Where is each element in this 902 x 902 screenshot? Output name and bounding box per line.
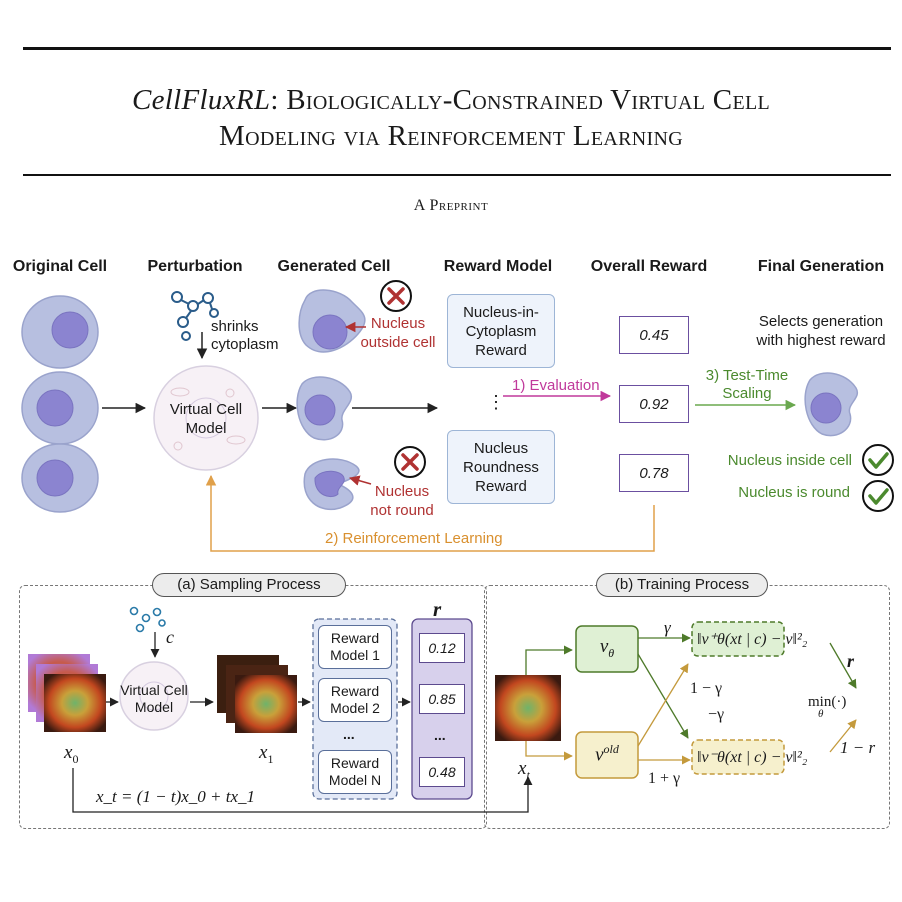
header-perturbation: Perturbation bbox=[147, 258, 243, 275]
r-weight-label: r bbox=[847, 651, 855, 671]
perturbation-label: shrinks cytoplasm bbox=[211, 318, 279, 353]
one-minus-gamma-label: 1 − γ bbox=[690, 680, 723, 697]
training-title: (b) Training Process bbox=[596, 573, 768, 597]
v-old-symbol: v bbox=[595, 744, 604, 766]
nucleus-outside-label: Nucleus outside cell bbox=[360, 315, 436, 351]
x0-label: x0 bbox=[64, 742, 78, 767]
x0-symbol: x bbox=[64, 742, 73, 763]
xt-symbol: x bbox=[518, 758, 527, 779]
preprint-label: A Preprint bbox=[413, 197, 489, 214]
v-theta-symbol: v bbox=[599, 636, 609, 657]
xt-label: xt bbox=[518, 758, 530, 783]
reward-value-1: 0.45 bbox=[619, 316, 689, 354]
selects-label: Selects generation with highest reward bbox=[756, 313, 886, 349]
generated-cell-best bbox=[296, 376, 353, 441]
min-subscript: θ bbox=[818, 708, 824, 720]
reinforcement-label: 2) Reinforcement Learning bbox=[325, 530, 503, 547]
reward-model-1: Reward Model 1 bbox=[318, 625, 392, 669]
sampling-title: (a) Sampling Process bbox=[152, 573, 346, 597]
r-value-2: 0.85 bbox=[419, 684, 465, 714]
header-final-generation: Final Generation bbox=[757, 258, 885, 275]
r-value-n: 0.48 bbox=[419, 757, 465, 787]
r-ellipsis: ... bbox=[434, 727, 446, 743]
one-plus-gamma-label: 1 + γ bbox=[648, 770, 681, 787]
nucleus-round-label: Nucleus is round bbox=[738, 484, 850, 501]
xt-subscript: t bbox=[526, 767, 530, 782]
x1-label: x1 bbox=[259, 742, 273, 767]
virtual-cell-model-label: Virtual Cell Model bbox=[169, 401, 243, 437]
header-overall-reward: Overall Reward bbox=[590, 258, 708, 275]
loss-plus-label: ‖v⁺θ(xt | c) − v‖²₂ bbox=[697, 631, 808, 648]
x-mark-icon-1 bbox=[380, 280, 412, 312]
reward-value-2: 0.92 bbox=[619, 385, 689, 423]
nucleus-not-round-label: Nucleus not round bbox=[370, 483, 434, 519]
paper-title-line2: Modeling via Reinforcement Learning bbox=[219, 120, 683, 152]
r-value-1: 0.12 bbox=[419, 633, 465, 663]
nucleus-in-cytoplasm-reward: Nucleus-in- Cytoplasm Reward bbox=[447, 294, 555, 368]
final-generated-cell bbox=[804, 372, 859, 437]
check-icon-1 bbox=[862, 444, 894, 476]
generated-cell-outside bbox=[298, 289, 366, 353]
title-italic: CellFluxRL bbox=[131, 84, 271, 116]
x0-subscript: 0 bbox=[72, 751, 79, 766]
evaluation-label: 1) Evaluation bbox=[512, 377, 600, 394]
x1-subscript: 1 bbox=[267, 751, 274, 766]
header-reward-model: Reward Model bbox=[443, 258, 553, 275]
top-rule bbox=[23, 47, 891, 50]
test-time-scaling-label: 3) Test-Time Scaling bbox=[705, 367, 789, 402]
reward-ellipsis: ⋮ bbox=[487, 392, 505, 412]
one-minus-r-label: 1 − r bbox=[840, 738, 876, 757]
min-label: min(·) θ bbox=[808, 694, 846, 720]
reward-model-2: Reward Model 2 bbox=[318, 678, 392, 722]
header-original-cell: Original Cell bbox=[12, 258, 108, 275]
original-cell-1 bbox=[21, 295, 99, 369]
x1-image-stack bbox=[217, 655, 297, 733]
v-theta-label: vθ bbox=[576, 636, 638, 661]
top-figure-graphics bbox=[21, 280, 894, 552]
nucleus-inside-label: Nucleus inside cell bbox=[727, 452, 852, 469]
minus-gamma-label: −γ bbox=[708, 706, 725, 723]
title-rest: : Biologically-Constrained Virtual Cell bbox=[270, 84, 770, 116]
molecule-icon bbox=[171, 291, 219, 341]
nucleus-roundness-reward: Nucleus Roundness Reward bbox=[447, 430, 555, 504]
generated-cell-not-round bbox=[303, 458, 360, 511]
xt-image bbox=[495, 675, 561, 741]
reward-value-3: 0.78 bbox=[619, 454, 689, 492]
reward-model-ellipsis: ... bbox=[343, 726, 355, 742]
x-mark-icon-2 bbox=[394, 446, 426, 478]
min-text: min(·) bbox=[808, 694, 847, 710]
c-label: c bbox=[166, 627, 174, 647]
loss-minus-label: ‖v⁻θ(xt | c) − v‖²₂ bbox=[697, 749, 808, 766]
molecule-icon-small bbox=[129, 606, 166, 633]
v-old-label: vold bbox=[576, 742, 638, 766]
r-header: r bbox=[433, 597, 442, 621]
v-old-superscript: old bbox=[603, 742, 619, 756]
x1-symbol: x bbox=[259, 742, 268, 763]
paper-title-line1: CellFluxRL: Biologically-Constrained Vir… bbox=[0, 82, 902, 118]
reward-model-n: Reward Model N bbox=[318, 750, 392, 794]
gamma-label: γ bbox=[664, 618, 671, 637]
virtual-cell-model-small bbox=[119, 661, 189, 731]
x0-image-stack bbox=[28, 654, 106, 732]
check-icon-2 bbox=[862, 480, 894, 512]
virtual-cell-model-graphic bbox=[153, 365, 259, 471]
header-generated-cell: Generated Cell bbox=[277, 258, 391, 275]
original-cell-3 bbox=[21, 443, 99, 513]
interpolation-formula: x_t = (1 − t)x_0 + tx_1 bbox=[96, 787, 256, 806]
v-theta-subscript: θ bbox=[608, 645, 615, 660]
bottom-rule bbox=[23, 174, 891, 176]
small-virtual-cell-label: Virtual Cell Model bbox=[120, 682, 188, 715]
